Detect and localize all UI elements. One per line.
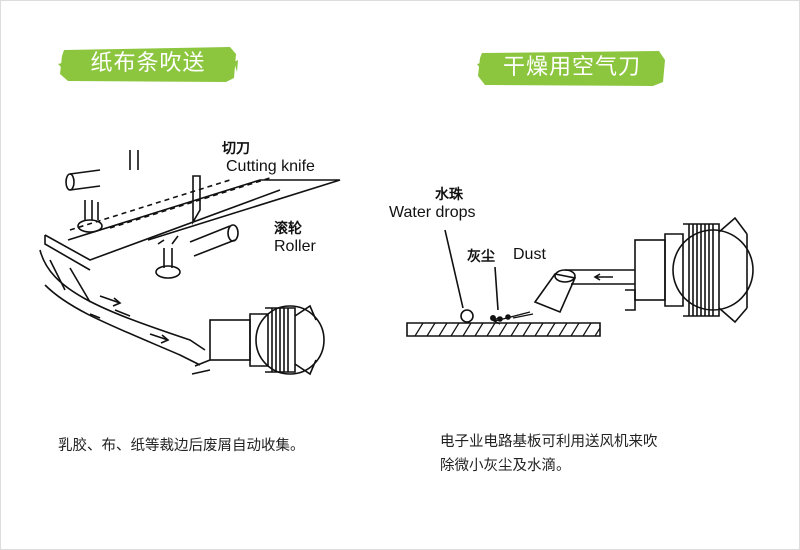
brush-background bbox=[477, 48, 667, 88]
caption-right-line2: 除微小灰尘及水滴。 bbox=[440, 458, 571, 474]
frame-post bbox=[129, 150, 139, 170]
dust-label-en: Dust bbox=[513, 246, 546, 263]
blower-left bbox=[191, 304, 325, 376]
suction-nozzle-left bbox=[84, 200, 99, 220]
roller-label-zh: 滚轮 bbox=[274, 221, 302, 237]
dust-label-zh: 灰尘 bbox=[467, 249, 495, 265]
left-roller bbox=[69, 169, 101, 191]
sheet-edge bbox=[44, 189, 281, 261]
pipe-arrow bbox=[593, 273, 613, 281]
edge-trim-collection-diagram: 切刀 Cutting knife 滚轮 Roller bbox=[30, 140, 370, 400]
knife-label-en: Cutting knife bbox=[226, 158, 315, 175]
dust-leader bbox=[494, 266, 499, 311]
circuit-board bbox=[406, 322, 601, 337]
water-label-zh: 水珠 bbox=[435, 187, 463, 203]
caption-left: 乳胶、布、纸等裁边后废屑自动收集。 bbox=[58, 438, 305, 454]
roller-label-en: Roller bbox=[274, 238, 316, 255]
sheet-top-edge bbox=[67, 179, 341, 241]
caption-right: 电子业电路基板可利用送风机来吹 除微小灰尘及水滴。 bbox=[440, 430, 730, 478]
air-flow-arrow bbox=[492, 311, 531, 325]
air-pipe bbox=[565, 269, 635, 285]
brush-background bbox=[58, 44, 238, 84]
air-knife-nozzle bbox=[533, 273, 577, 314]
water-drop bbox=[460, 309, 474, 323]
air-knife-drying-diagram: 水珠 Water drops 灰尘 Dust bbox=[389, 187, 765, 370]
cutting-knife bbox=[192, 175, 201, 225]
water-leader bbox=[444, 229, 464, 309]
right-roller bbox=[189, 225, 236, 257]
caption-right-line1: 电子业电路基板可利用送风机来吹 bbox=[440, 434, 658, 450]
title-badge-left: 纸布条吹送 bbox=[58, 44, 238, 84]
badge-left-text: 纸布条吹送 bbox=[90, 51, 206, 76]
water-label-en: Water drops bbox=[389, 204, 476, 221]
suction-nozzle-right bbox=[163, 248, 173, 268]
flow-arrow bbox=[99, 295, 122, 307]
duct-lower bbox=[44, 284, 201, 366]
duct-upper bbox=[39, 249, 206, 351]
flow-arrow bbox=[149, 333, 170, 344]
title-badge-right: 干燥用空气刀 bbox=[477, 48, 667, 88]
knife-label-zh: 切刀 bbox=[222, 141, 250, 157]
blower-right bbox=[625, 216, 754, 324]
badge-right-text: 干燥用空气刀 bbox=[502, 55, 641, 80]
dust-particle bbox=[490, 315, 497, 322]
